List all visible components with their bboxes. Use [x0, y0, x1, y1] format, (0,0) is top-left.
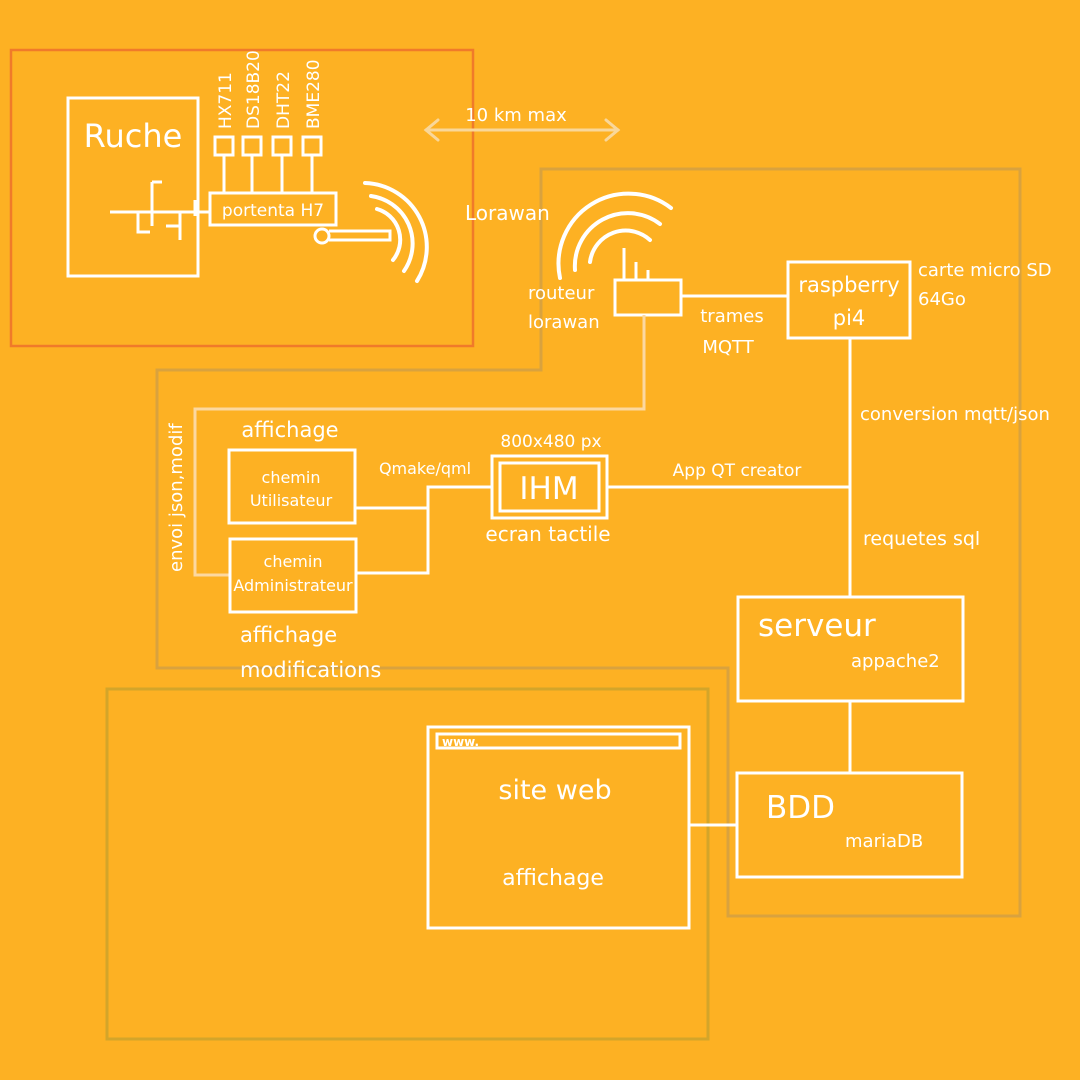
hmi-resolution: 800x480 px	[500, 432, 601, 452]
website-address-bar	[435, 732, 682, 750]
antenna-connector-icon	[313, 227, 331, 245]
ruche-box	[66, 96, 200, 278]
website-window	[426, 725, 691, 930]
website-url: www.	[442, 735, 479, 749]
website-subtitle: affichage	[502, 866, 604, 891]
lorawan-label: Lorawan	[465, 201, 550, 225]
mqtt-label-line1: trames	[700, 306, 763, 327]
sensor-ds18b20: DS18B20	[241, 50, 264, 193]
database-software: mariaDB	[845, 831, 923, 852]
raspberry-label-line1: raspberry	[798, 273, 899, 297]
sensor-label-dht22: DHT22	[274, 71, 294, 129]
admin-path-line2: Administrateur	[233, 576, 353, 595]
router-label-line2: lorawan	[528, 312, 600, 333]
sd-card-line1: carte micro SD	[918, 260, 1052, 281]
ruche-title: Ruche	[84, 117, 183, 155]
hmi-subtitle: ecran tactile	[485, 522, 610, 546]
ruche-block: Ruche HX711 DS18B20 DHT22 BME280 portent…	[66, 50, 429, 283]
router-ihm-link	[193, 315, 646, 577]
user-display-label: affichage	[241, 418, 338, 442]
conversion-label: conversion mqtt/json	[860, 404, 1050, 425]
mqtt-label-line2: MQTT	[702, 337, 754, 358]
hmi-title: IHM	[519, 471, 578, 507]
server-software: appache2	[851, 651, 940, 672]
admin-path-box	[228, 537, 358, 614]
sensor-dht22: DHT22	[271, 71, 294, 193]
sensor-label-ds18b20: DS18B20	[244, 50, 264, 129]
sensor-label-bme280: BME280	[304, 59, 324, 129]
user-path-box	[227, 448, 357, 525]
hmi-screen-inner	[498, 461, 601, 513]
sensor-label-hx711: HX711	[216, 72, 236, 129]
network-zone	[155, 167, 1022, 918]
website-title: site web	[498, 775, 611, 806]
ruche-zone	[9, 48, 475, 348]
user-path-line2: Utilisateur	[250, 491, 333, 510]
sensor-hx711: HX711	[213, 72, 236, 193]
router-block: routeur lorawan	[528, 191, 683, 333]
router-box	[613, 278, 683, 317]
raspberry-label-line2: pi4	[833, 306, 866, 330]
range-label: 10 km max	[465, 105, 567, 126]
server-title: serveur	[758, 608, 876, 644]
qt-app-label: App QT creator	[673, 461, 802, 481]
hive-frame-icon	[110, 180, 210, 240]
router-waves-icon	[556, 191, 673, 280]
qmake-label: Qmake/qml	[379, 459, 471, 478]
database-title: BDD	[766, 790, 835, 826]
admin-display-line2: modifications	[240, 658, 381, 682]
antenna-line	[329, 229, 392, 242]
qmake-link	[355, 485, 492, 575]
router-label-line1: routeur	[528, 283, 595, 304]
sd-card-line2: 64Go	[918, 289, 966, 310]
portenta-board	[208, 191, 338, 227]
web-zone	[105, 687, 710, 1041]
radio-waves-icon	[363, 181, 429, 283]
sql-requests-label: requetes sql	[863, 528, 980, 550]
send-label: envoi json,modif	[166, 423, 187, 572]
range-arrow	[423, 118, 621, 142]
admin-path-line1: chemin	[264, 552, 323, 571]
sensor-bme280: BME280	[301, 59, 324, 193]
portenta-label: portenta H7	[222, 201, 324, 221]
user-path-line1: chemin	[262, 468, 321, 487]
admin-display-line1: affichage	[240, 623, 337, 647]
